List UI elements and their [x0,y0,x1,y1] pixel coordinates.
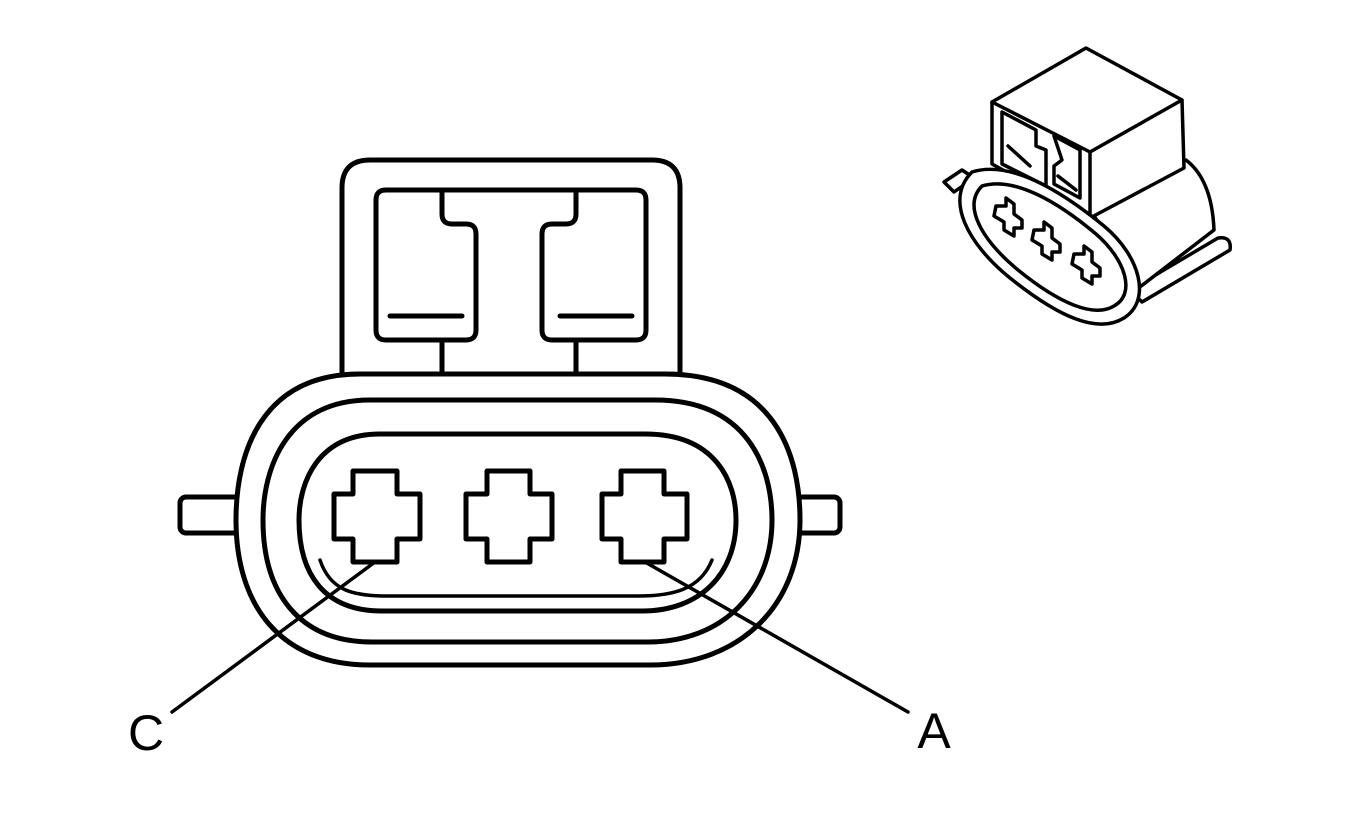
iso-front-face [958,167,1142,326]
pin-cavity [296,431,739,614]
seal-ring [260,397,775,645]
leader-line-c [170,560,377,714]
pin-label-a: A [917,703,951,759]
terminal-a [599,468,690,565]
leader-line-a [643,560,910,714]
connector-front-view: C A [128,157,951,761]
latch-housing [339,157,683,387]
pin-label-c: C [128,705,164,761]
terminal-c [331,468,423,565]
connector-body [233,371,803,668]
terminal-b [463,468,555,565]
connector-isometric-view [942,46,1232,326]
